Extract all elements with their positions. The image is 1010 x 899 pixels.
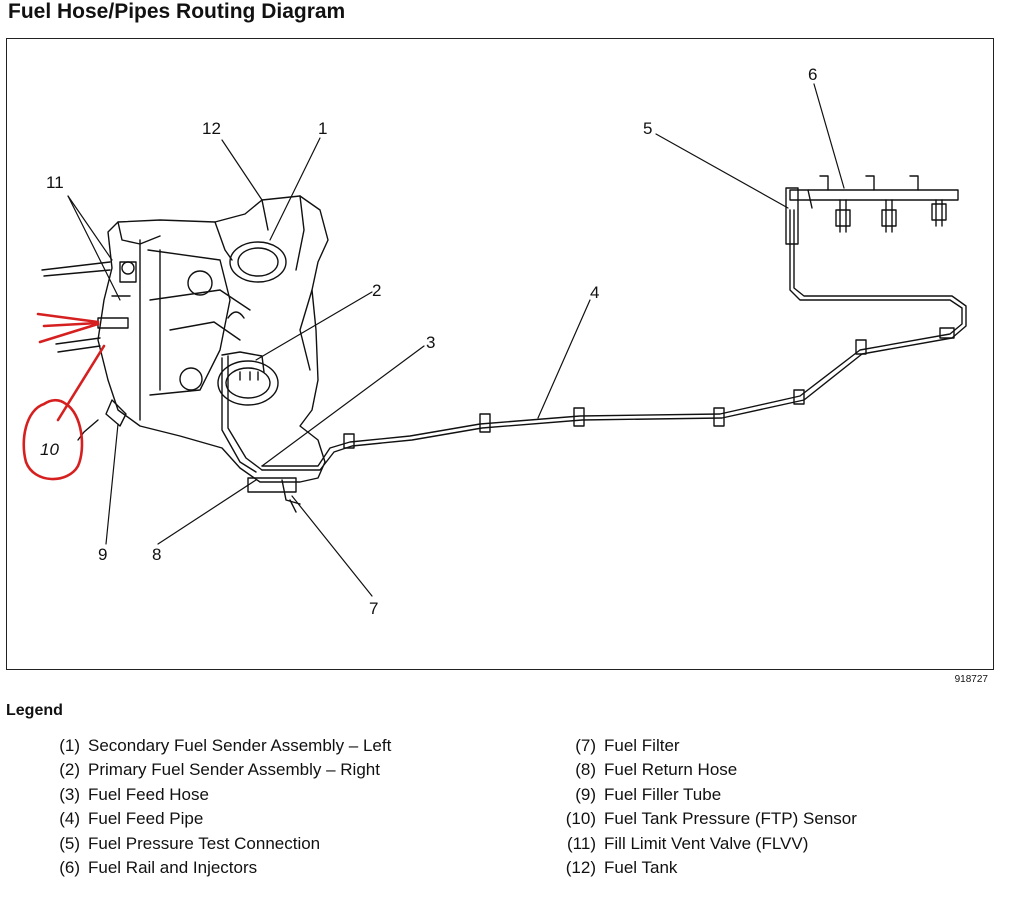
callout-5: 5 <box>643 119 652 138</box>
legend-text: Fuel Tank Pressure (FTP) Sensor <box>604 809 857 829</box>
legend-text: Fuel Return Hose <box>604 760 738 780</box>
legend-title: Legend <box>6 702 63 719</box>
legend-item: (12) Fuel Tank <box>552 856 678 880</box>
legend-text: Primary Fuel Sender Assembly – Right <box>88 760 380 780</box>
legend-num: (2) <box>59 760 80 780</box>
legend-item: (6) Fuel Rail and Injectors <box>48 856 257 880</box>
callout-1: 1 <box>318 119 327 138</box>
legend-text: Fuel Feed Pipe <box>88 809 204 829</box>
legend-text: Fuel Tank <box>604 858 678 878</box>
routing-diagram: 1 2 3 4 5 6 7 8 9 11 12 10 <box>22 65 967 618</box>
legend-item: (4) Fuel Feed Pipe <box>48 807 203 831</box>
legend-text: Fill Limit Vent Valve (FLVV) <box>604 833 809 853</box>
callout-12: 12 <box>202 119 221 138</box>
fuel-tank-drawing <box>41 195 329 483</box>
legend-item: (10) Fuel Tank Pressure (FTP) Sensor <box>552 807 857 831</box>
legend-text: Fuel Pressure Test Connection <box>88 833 321 853</box>
callout-11: 11 <box>46 173 64 192</box>
legend-item: (11) Fill Limit Vent Valve (FLVV) <box>552 832 808 856</box>
legend-item: (9) Fuel Filler Tube <box>552 783 721 807</box>
legend-num: (6) <box>59 858 80 878</box>
red-leader-line <box>56 344 106 422</box>
legend-num: (3) <box>59 784 80 804</box>
legend-right-column: (7) Fuel Filter (8) Fuel Return Hose (9) Fu… <box>552 734 857 880</box>
legend-num: (5) <box>59 833 80 853</box>
legend-num: (7) <box>575 736 596 755</box>
red-arrow-icon <box>36 312 100 344</box>
legend-num: (11) <box>567 833 596 853</box>
callout-leaders <box>67 83 845 597</box>
callout-7: 7 <box>369 599 378 618</box>
fuel-rail-drawing <box>785 175 959 245</box>
legend-item: (2) Primary Fuel Sender Assembly – Right <box>48 758 380 782</box>
fuel-hose-drawing <box>221 351 301 513</box>
callout-4: 4 <box>590 283 599 302</box>
callout-3: 3 <box>426 333 435 352</box>
page-title: Fuel Hose/Pipes Routing Diagram <box>8 0 346 23</box>
callout-6: 6 <box>808 65 817 84</box>
legend-num: (12) <box>565 858 596 878</box>
legend-item: (1) Secondary Fuel Sender Assembly – Left <box>48 734 391 758</box>
legend-num: (9) <box>575 784 596 804</box>
legend-text: Fuel Feed Hose <box>88 784 209 804</box>
legend-text: Fuel Filler Tube <box>604 784 722 804</box>
legend-text: Secondary Fuel Sender Assembly – Left <box>88 736 392 755</box>
legend-text: Fuel Filter <box>604 736 680 755</box>
fuel-feed-pipe-drawing <box>261 209 967 471</box>
legend-item: (7) Fuel Filter <box>552 734 679 758</box>
diagram-frame <box>6 38 994 670</box>
legend-item: (8) Fuel Return Hose <box>552 758 737 782</box>
legend-num: (4) <box>59 809 80 829</box>
legend-num: (1) <box>59 736 80 755</box>
handwritten-markup <box>22 312 106 481</box>
legend-item: (3) Fuel Feed Hose <box>48 783 209 807</box>
legend-left-column: (1) Secondary Fuel Sender Assembly – Left… <box>48 734 391 880</box>
legend-item: (5) Fuel Pressure Test Connection <box>48 832 320 856</box>
legend-text: Fuel Rail and Injectors <box>88 858 258 878</box>
handwritten-10-label: 10 <box>40 440 59 459</box>
callout-8: 8 <box>152 545 161 564</box>
red-circle-10 <box>22 398 84 481</box>
legend-num: (8) <box>575 760 596 780</box>
figure-number: 918727 <box>954 674 988 685</box>
callout-2: 2 <box>372 281 381 300</box>
legend-num: (10) <box>565 809 596 829</box>
callout-9: 9 <box>98 545 107 564</box>
